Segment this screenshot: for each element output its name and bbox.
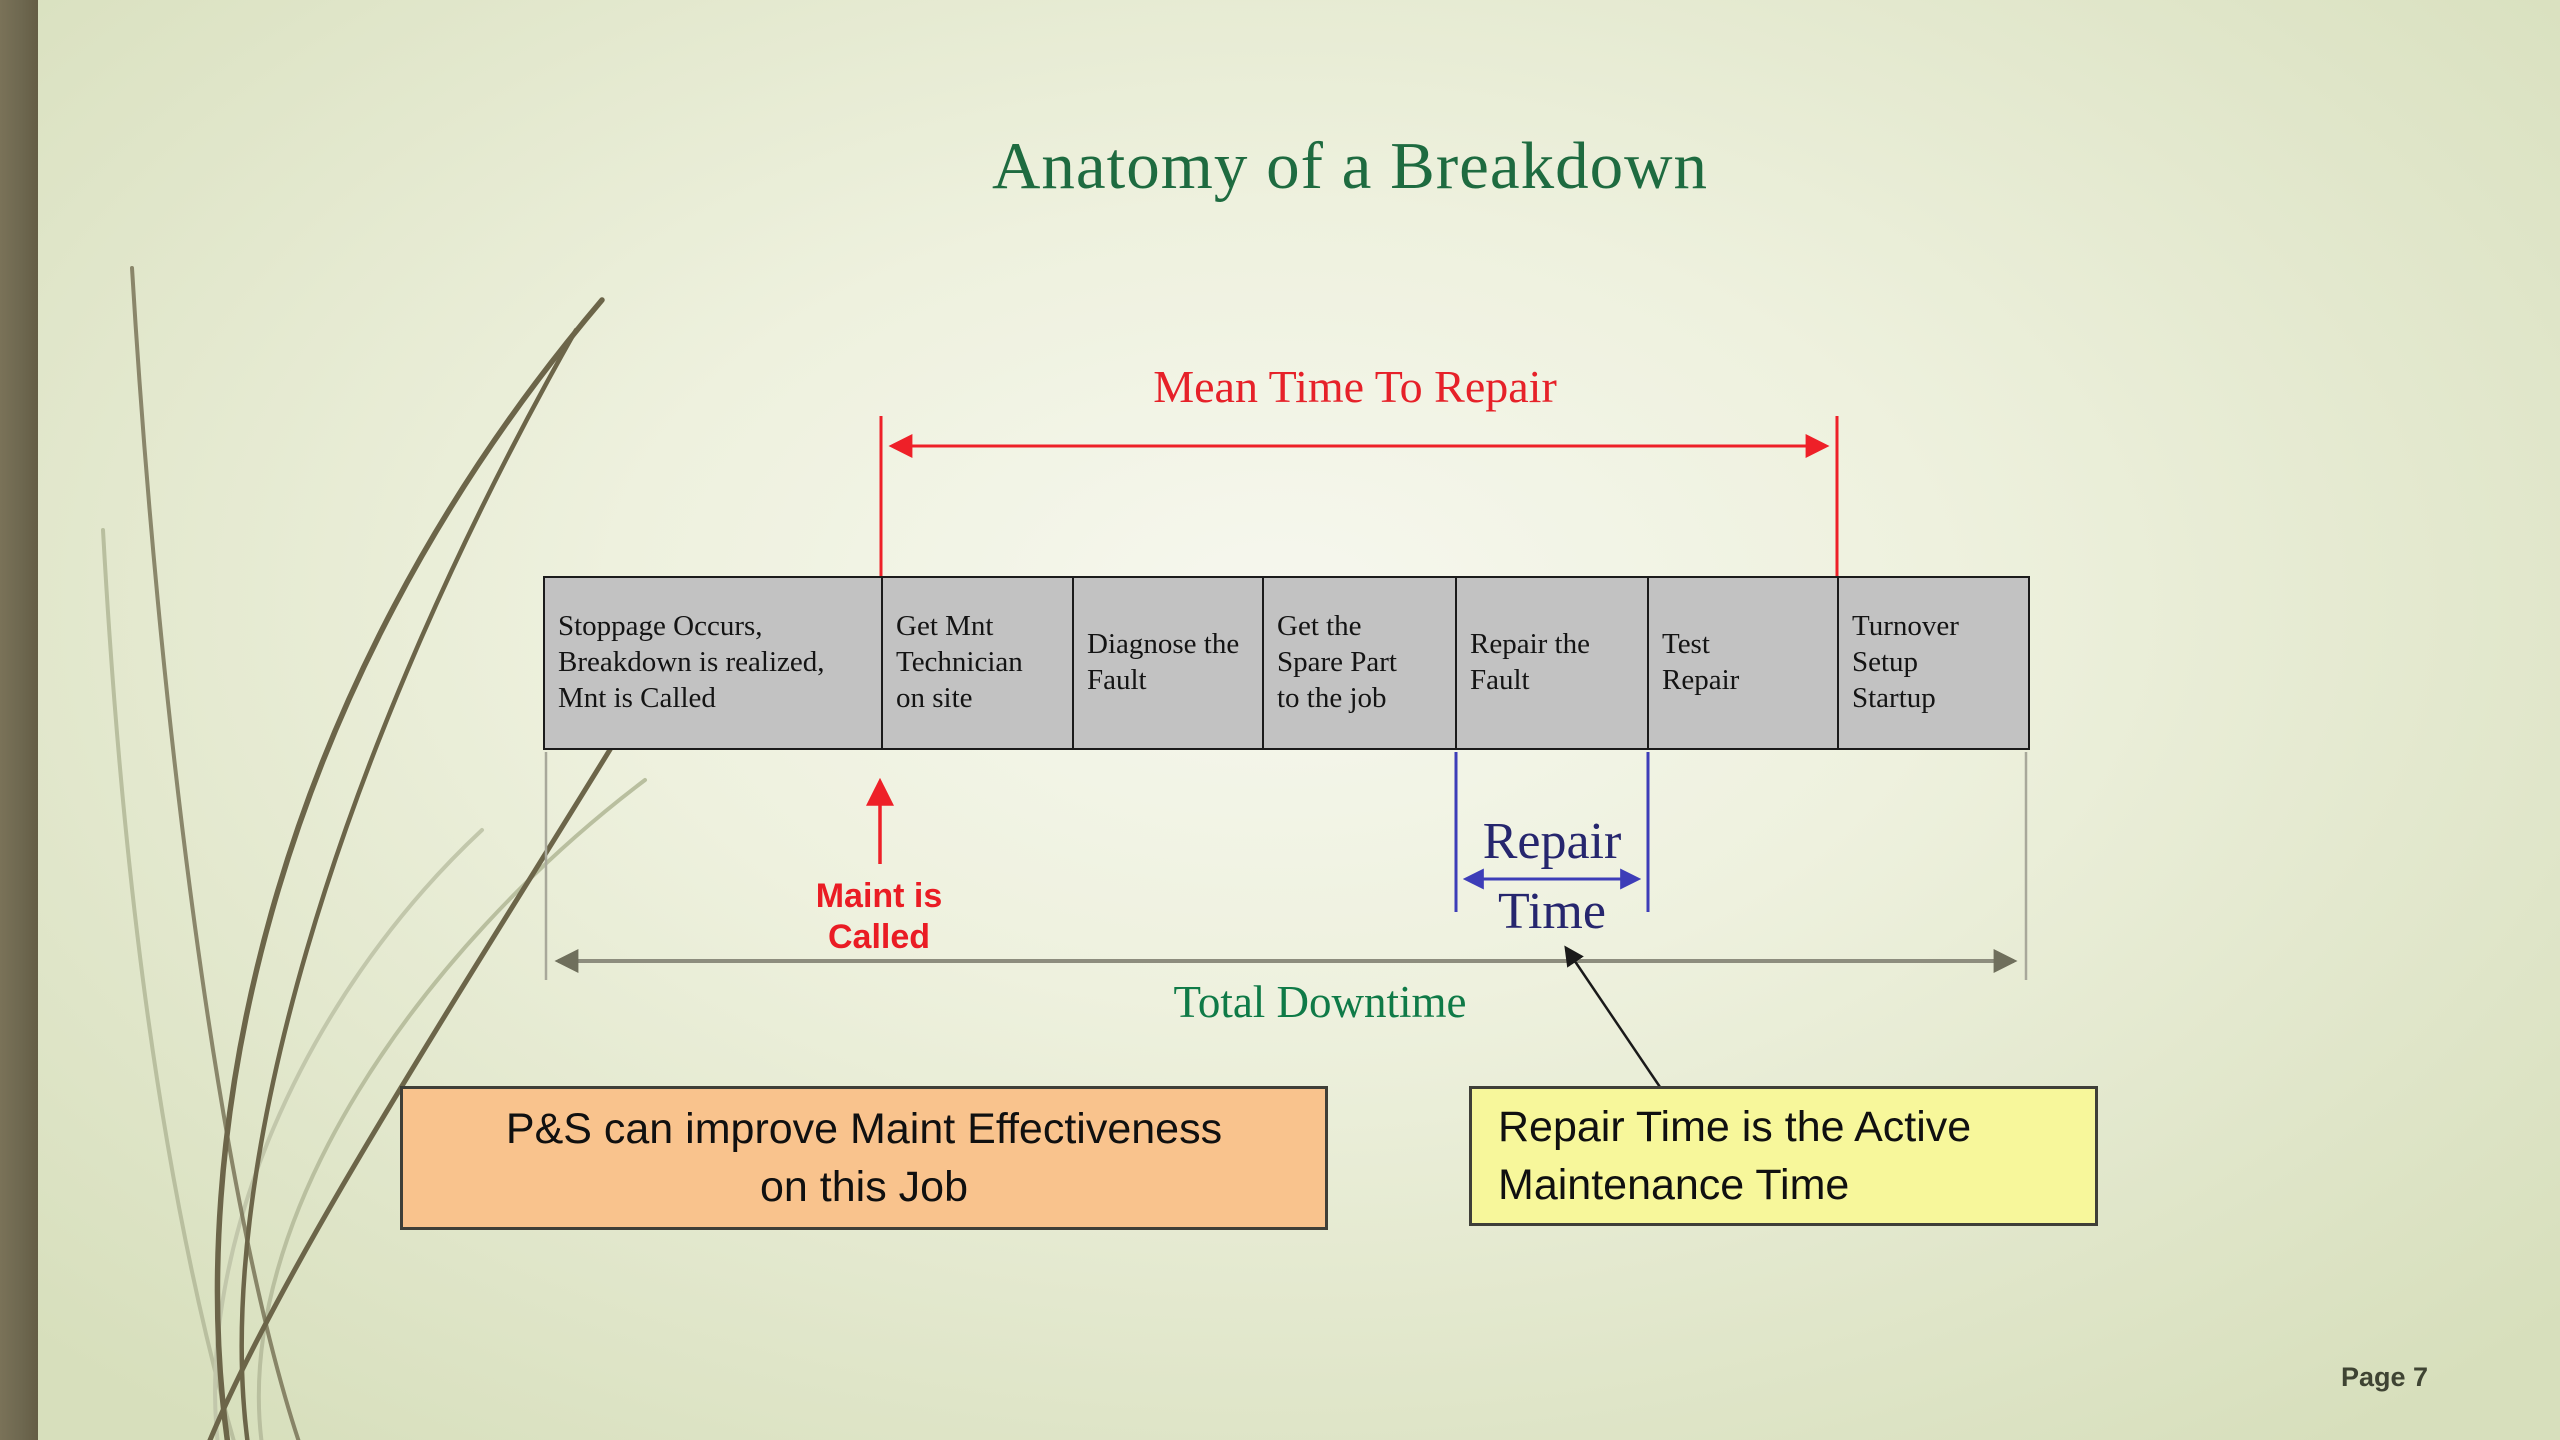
stage-label: Get the Spare Part to the job: [1277, 610, 1397, 714]
callout-pointer-line: [1564, 945, 1664, 1091]
stage-label: Test Repair: [1662, 628, 1740, 696]
stage-label: Turnover Setup Startup: [1852, 610, 1959, 714]
improve-effectiveness-callout: P&S can improve Maint Effectiveness on t…: [400, 1086, 1328, 1230]
repair-time-label-word1: Repair: [1482, 813, 1622, 870]
total-downtime-label: Total Downtime: [1173, 977, 1467, 1027]
repair-time-label-word2: Time: [1498, 883, 1606, 940]
left-edge-bar: [0, 0, 38, 1440]
stage-label: Repair the Fault: [1470, 628, 1590, 696]
stage-cell-repair-fault: Repair the Fault: [1457, 578, 1649, 748]
stage-cell-get-technician: Get Mnt Technician on site: [883, 578, 1074, 748]
stage-cell-get-spare-part: Get the Spare Part to the job: [1264, 578, 1457, 748]
stage-label: Diagnose the Fault: [1087, 628, 1240, 696]
stage-label: Stoppage Occurs, Breakdown is realized, …: [558, 610, 825, 714]
stage-cell-test-repair: Test Repair: [1649, 578, 1839, 748]
repair-note-text: Repair Time is the Active Maintenance Ti…: [1498, 1102, 1972, 1209]
slide-title: Anatomy of a Breakdown: [991, 129, 1709, 203]
mttr-label: Mean Time To Repair: [1153, 361, 1557, 412]
stage-cell-diagnose: Diagnose the Fault: [1074, 578, 1264, 748]
grass-blades: [101, 266, 703, 1440]
mttr-arrow: [879, 416, 1839, 576]
stage-cell-turnover: Turnover Setup Startup: [1839, 578, 2028, 748]
maint-called-label: Maint is Called: [815, 877, 943, 956]
stage-cell-stoppage: Stoppage Occurs, Breakdown is realized, …: [545, 578, 883, 748]
repair-time-note-callout: Repair Time is the Active Maintenance Ti…: [1469, 1086, 2098, 1226]
improve-callout-text: P&S can improve Maint Effectiveness on t…: [505, 1104, 1223, 1211]
timeline-stages: Stoppage Occurs, Breakdown is realized, …: [543, 576, 2030, 750]
total-downtime-arrow: [544, 752, 2028, 980]
page-number: Page 7: [2340, 1362, 2428, 1392]
stage-label: Get Mnt Technician on site: [896, 610, 1023, 714]
